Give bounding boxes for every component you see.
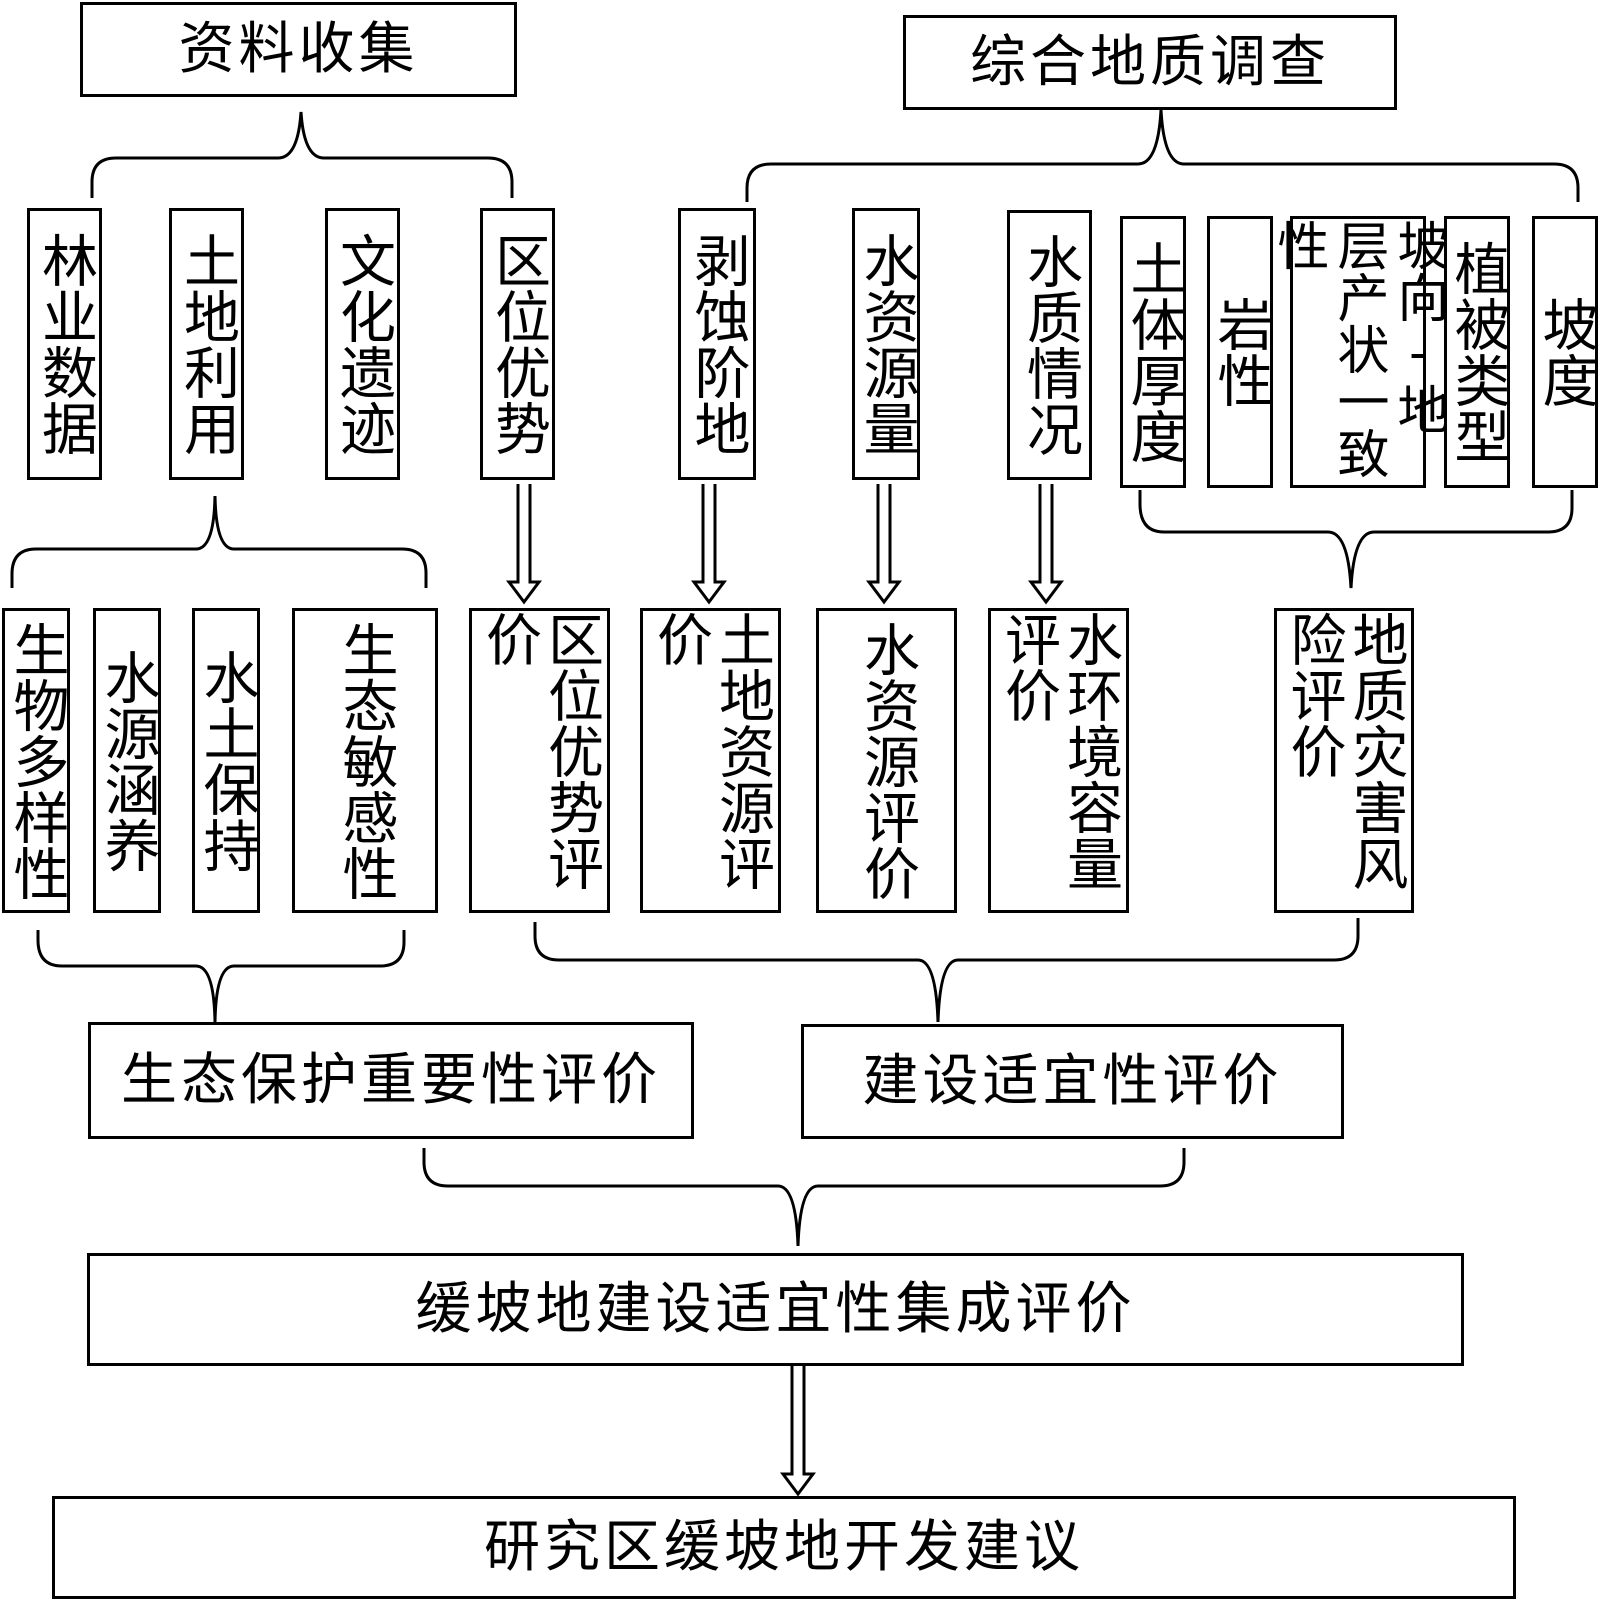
water-env-eval-box: 水环境容量评价 — [988, 608, 1129, 913]
biodiversity-label: 生物多样性 — [4, 620, 69, 901]
eco-sensitivity-box: 生态敏感性 — [292, 608, 438, 913]
water-env-eval-label: 水环境容量评价 — [995, 611, 1123, 891]
data-collection-box: 资料收集 — [80, 2, 517, 97]
geo-survey-label: 综合地质调查 — [970, 29, 1330, 95]
brace-eco-items — [36, 930, 406, 1023]
cultural-heritage-box: 文化遗迹 — [325, 208, 400, 480]
land-use-label: 土地利用 — [174, 232, 240, 456]
land-eval-label: 土地资源评价 — [647, 611, 775, 891]
vegetation-type-label: 植被类型 — [1445, 240, 1510, 464]
data-collection-label: 资料收集 — [178, 16, 419, 82]
hazard-eval-box: 地质灾害风险评价 — [1274, 608, 1414, 913]
arrow-water-quality — [1028, 484, 1064, 605]
water-conservation-box: 水源涵养 — [93, 608, 161, 913]
water-conservation-label: 水源涵养 — [95, 648, 160, 873]
cultural-heritage-label: 文化遗迹 — [330, 232, 396, 456]
slope-stratum-box: 坡向-地层产状一致性 — [1268, 216, 1448, 488]
slope-label: 坡度 — [1533, 296, 1598, 408]
integrated-eval-label: 缓坡地建设适宜性集成评价 — [415, 1276, 1136, 1342]
brace-data-collection — [90, 111, 514, 198]
water-eval-label: 水资源评价 — [854, 620, 920, 901]
brace-land-use — [10, 495, 428, 588]
arrow-erosion — [691, 484, 727, 605]
lithology-label: 岩性 — [1208, 296, 1273, 408]
biodiversity-box: 生物多样性 — [2, 608, 70, 913]
slope-box: 坡度 — [1532, 216, 1598, 488]
water-amount-label: 水资源量 — [854, 232, 919, 456]
location-advantage-box: 区位优势 — [480, 208, 555, 480]
erosion-terrace-box: 剥蚀阶地 — [678, 208, 756, 480]
vegetation-type-box: 植被类型 — [1444, 216, 1510, 488]
development-advice-box: 研究区缓坡地开发建议 — [52, 1496, 1516, 1599]
arrow-water-amount — [866, 484, 902, 605]
eco-importance-box: 生态保护重要性评价 — [88, 1022, 694, 1139]
forestry-data-box: 林业数据 — [27, 208, 102, 480]
soil-conservation-label: 水土保持 — [194, 648, 259, 873]
water-quality-label: 水质情况 — [1017, 233, 1083, 457]
water-amount-box: 水资源量 — [852, 208, 920, 480]
land-eval-box: 土地资源评价 — [640, 608, 781, 913]
integrated-eval-box: 缓坡地建设适宜性集成评价 — [87, 1253, 1464, 1366]
development-advice-label: 研究区缓坡地开发建议 — [484, 1514, 1084, 1580]
geo-survey-box: 综合地质调查 — [903, 15, 1397, 110]
land-use-box: 土地利用 — [169, 208, 244, 480]
eco-importance-label: 生态保护重要性评价 — [121, 1047, 661, 1113]
arrow-final — [780, 1366, 816, 1497]
soil-thickness-label: 土体厚度 — [1121, 240, 1186, 464]
arrow-location — [506, 484, 542, 605]
water-quality-box: 水质情况 — [1007, 210, 1092, 480]
soil-thickness-box: 土体厚度 — [1120, 216, 1186, 488]
lithology-box: 岩性 — [1207, 216, 1273, 488]
location-eval-label: 区位优势评价 — [476, 611, 604, 891]
construction-suitability-label: 建设适宜性评价 — [862, 1048, 1283, 1114]
brace-mid — [422, 1148, 1186, 1247]
forestry-data-label: 林业数据 — [32, 232, 98, 456]
location-advantage-label: 区位优势 — [485, 232, 551, 456]
location-eval-box: 区位优势评价 — [469, 608, 610, 913]
soil-conservation-box: 水土保持 — [192, 608, 260, 913]
water-eval-box: 水资源评价 — [816, 608, 957, 913]
brace-geo-survey — [745, 109, 1580, 202]
hazard-eval-label: 地质灾害风险评价 — [1281, 611, 1408, 891]
eco-sensitivity-label: 生态敏感性 — [333, 620, 398, 901]
erosion-terrace-label: 剥蚀阶地 — [685, 232, 750, 456]
brace-eval-items — [533, 918, 1360, 1023]
slope-stratum-label: 坡向-地层产状一致性 — [1268, 219, 1448, 479]
brace-geo-factors — [1138, 490, 1574, 589]
construction-suitability-box: 建设适宜性评价 — [801, 1024, 1344, 1139]
